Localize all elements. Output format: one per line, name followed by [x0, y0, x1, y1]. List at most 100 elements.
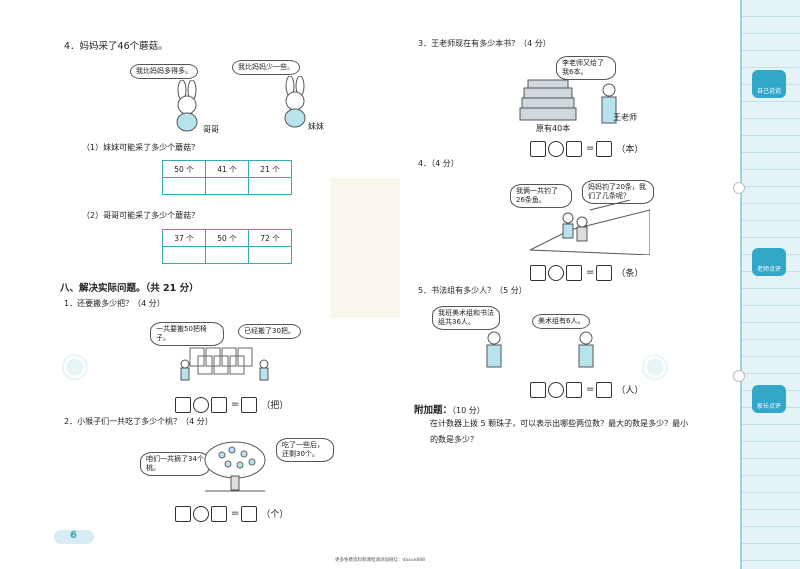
answer-box[interactable]	[530, 140, 546, 157]
unit-label: （条）	[616, 269, 644, 279]
peach-tree-illustration	[204, 441, 266, 492]
unit-label: （个）	[261, 510, 289, 520]
bubble-sister: 我比妈妈少一些。	[232, 60, 300, 75]
sidebar-divider	[740, 0, 742, 569]
badge-parent-review-label: 家长点评	[756, 403, 781, 410]
option-cell: 37 个	[162, 229, 206, 247]
answer-cell[interactable]	[162, 246, 206, 264]
table-brother-options: 37 个 50 个 72 个	[162, 229, 292, 264]
r-q4-title: 4．（4 分）	[418, 159, 459, 168]
rabbit-brother-illustration	[176, 80, 198, 132]
equals-sign: =	[231, 399, 240, 410]
answer-box[interactable]	[211, 396, 227, 413]
answer-box[interactable]	[241, 505, 258, 522]
badge-parent-review: 家长点评	[752, 385, 786, 413]
badge-self-review: 自己说说	[752, 70, 786, 98]
r-q4-bubble-a: 我俩一共钓了26条鱼。	[510, 184, 572, 208]
unit-label: （本）	[616, 145, 644, 155]
bonus-label: 附加题：	[414, 405, 453, 416]
page-number: 6	[70, 530, 77, 541]
table-sister-options: 50 个 41 个 21 个	[162, 160, 292, 195]
option-cell: 21 个	[248, 160, 292, 178]
answer-cell[interactable]	[248, 246, 292, 264]
bonus-text-line2: 的数是多少？	[430, 435, 478, 444]
s8-q2-title: 2．小猴子们一共吃了多少个桃？（4 分）	[64, 417, 213, 426]
label-teacher: 王老师	[613, 113, 637, 122]
option-cell: 72 个	[248, 229, 292, 247]
answer-box[interactable]	[530, 381, 546, 398]
answer-box[interactable]	[241, 396, 258, 413]
equals-sign: =	[586, 384, 595, 395]
operator-circle[interactable]	[548, 140, 564, 157]
answer-box[interactable]	[596, 381, 613, 398]
q4-sub2: （2）哥哥可能采了多少个蘑菇？	[82, 211, 200, 220]
operator-circle[interactable]	[193, 505, 209, 522]
bonus-text-line1: 在计数器上拨 5 颗珠子，可以表示出哪些两位数？最大的数是多少？最小	[430, 419, 689, 428]
q1-equation: = （把）	[175, 394, 290, 413]
r-q5-bubble-b: 美术组有6人。	[532, 314, 591, 329]
answer-box[interactable]	[530, 264, 546, 281]
page-number-badge: 6	[54, 530, 94, 544]
option-cell: 50 个	[162, 160, 206, 178]
bonus-heading: 附加题：（10 分）	[414, 402, 485, 416]
operator-circle[interactable]	[548, 264, 564, 281]
badge-teacher-review: 老师点评	[752, 248, 786, 276]
chairs-illustration	[180, 347, 269, 381]
label-sister: 妹妹	[308, 122, 324, 131]
boy-illustration	[578, 331, 594, 368]
s8-q1-title: 1．还要搬多少把？（4 分）	[64, 299, 165, 308]
answer-cell[interactable]	[205, 246, 249, 264]
equals-sign: =	[586, 143, 595, 154]
unit-label: （人）	[616, 386, 644, 396]
q1-bubble-a: 一共要搬50把椅子。	[150, 322, 224, 346]
equals-sign: =	[231, 508, 240, 519]
q3-equation: = （本）	[530, 138, 645, 157]
answer-cell[interactable]	[248, 177, 292, 195]
q4-title: 4．妈妈采了46个蘑菇。	[64, 41, 168, 52]
label-books: 原有40本	[536, 124, 571, 133]
answer-box[interactable]	[596, 264, 613, 281]
watermark-right: ◉	[640, 345, 670, 385]
section8-heading: 八、解决实际问题。（共 21 分）	[60, 283, 199, 294]
r-q5-title: 5．书法组有多少人？（5 分）	[418, 286, 527, 295]
binding-hole	[733, 370, 745, 382]
answer-cell[interactable]	[162, 177, 206, 195]
r-q5-equation: = （人）	[530, 379, 645, 398]
badge-self-review-label: 自己说说	[756, 88, 781, 95]
answer-box[interactable]	[566, 264, 582, 281]
r-q3-title: 3．王老师现在有多少本书？（4 分）	[418, 39, 551, 48]
worksheet-page: ◉ ◉ 4．妈妈采了46个蘑菇。 我比妈妈多得多。 哥哥 我比妈妈少一些。 妹妹…	[54, 39, 689, 563]
unit-label: （把）	[261, 401, 289, 411]
equals-sign: =	[586, 267, 595, 278]
q4-sub1: （1）妹妹可能采了多少个蘑菇？	[82, 143, 200, 152]
watermark-left: ◉	[60, 345, 90, 385]
option-cell: 41 个	[205, 160, 249, 178]
binding-hole	[733, 182, 745, 194]
answer-box[interactable]	[211, 505, 227, 522]
q1-bubble-b: 已经搬了30把。	[238, 324, 301, 339]
answer-box[interactable]	[566, 140, 582, 157]
r-q4-equation: = （条）	[530, 262, 645, 281]
answer-box[interactable]	[596, 140, 613, 157]
r-q5-bubble-a: 我班美术组和书法组共36人。	[432, 306, 500, 330]
fishing-illustration	[530, 200, 650, 255]
q2-bubble-b: 吃了一些后，还剩30个。	[276, 438, 334, 462]
bonus-score: （10 分）	[452, 406, 485, 415]
rabbit-sister-illustration	[284, 76, 306, 128]
girl-illustration	[486, 331, 502, 368]
badge-teacher-review-label: 老师点评	[756, 266, 781, 273]
q2-equation: = （个）	[175, 503, 290, 522]
bubble-brother: 我比妈妈多得多。	[130, 64, 198, 79]
q2-bubble-a: 咱们一共摘了34个桃。	[140, 452, 210, 476]
answer-box[interactable]	[566, 381, 582, 398]
answer-box[interactable]	[175, 396, 191, 413]
operator-circle[interactable]	[193, 396, 209, 413]
answer-cell[interactable]	[205, 177, 249, 195]
teacher-wang-illustration	[601, 83, 617, 124]
answer-box[interactable]	[175, 505, 191, 522]
q3-bubble: 李老师又给了我6本。	[556, 56, 616, 80]
books-stack-illustration	[519, 79, 577, 121]
footer-note: 更多免费资料和课程请添加微信：daxue888	[335, 558, 425, 563]
center-watermark	[330, 178, 400, 318]
operator-circle[interactable]	[548, 381, 564, 398]
